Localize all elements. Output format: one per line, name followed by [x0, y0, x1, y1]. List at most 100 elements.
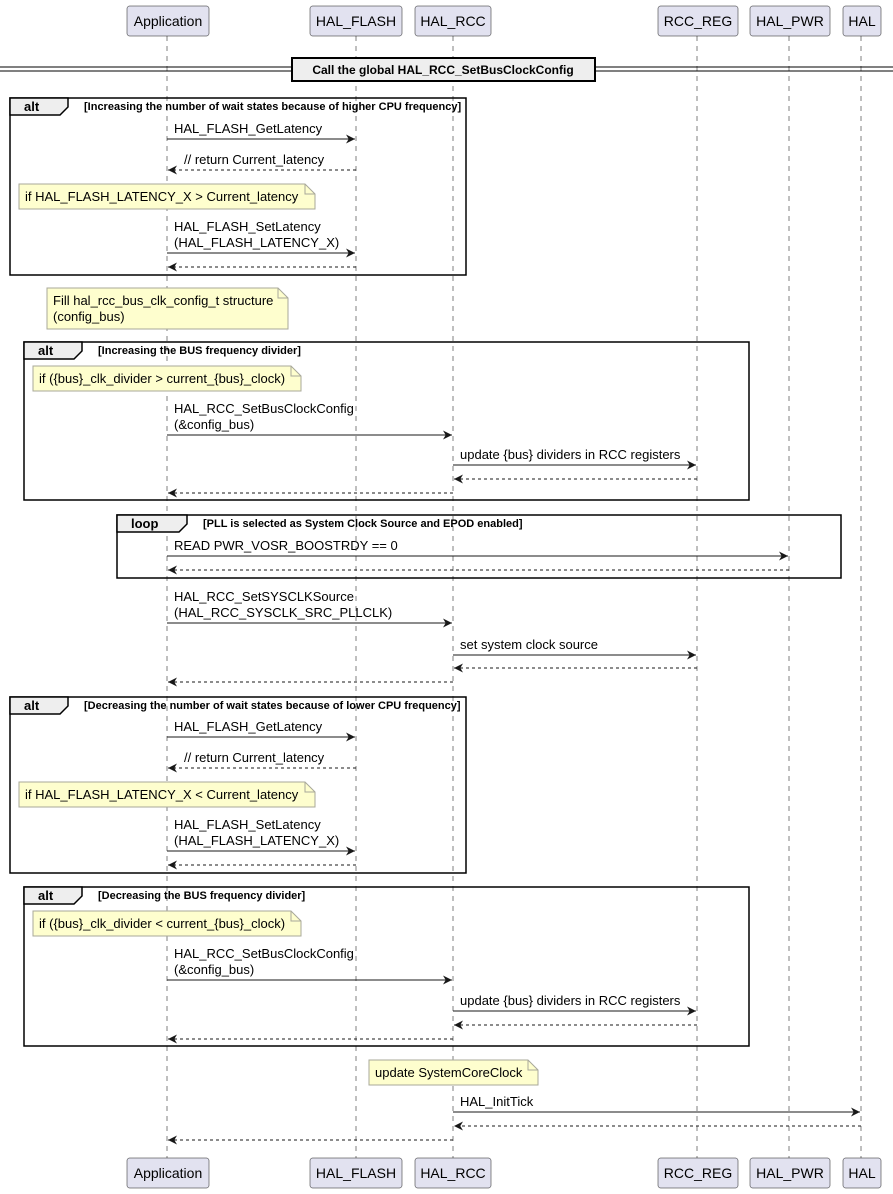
frame-tab	[116, 514, 188, 533]
participant-flash-bottom[interactable]: HAL_FLASH	[309, 1157, 403, 1189]
message-label: (&config_bus)	[174, 417, 254, 432]
message-label: HAL_FLASH_GetLatency	[174, 121, 323, 136]
message-label: HAL_RCC_SetSYSCLKSource	[174, 589, 354, 604]
message-label: // return Current_latency	[184, 750, 325, 765]
participant-label: HAL_FLASH	[316, 13, 396, 29]
note-fold	[304, 184, 315, 195]
frame-alt-1: alt [Increasing the number of wait states…	[9, 97, 467, 276]
return-arrow: // return Current_latency	[168, 750, 356, 773]
note-body	[18, 183, 316, 210]
participant-label: HAL	[848, 13, 875, 29]
call-arrow: HAL_RCC_SetBusClockConfig(&config_bus)	[167, 946, 452, 985]
call-arrow: HAL_FLASH_SetLatency(HAL_FLASH_LATENCY_X…	[167, 219, 355, 258]
participant-box	[657, 1157, 739, 1189]
frame-border	[116, 514, 842, 579]
call-arrow: HAL_RCC_SetBusClockConfig(&config_bus)	[167, 401, 452, 440]
participant-app-bottom[interactable]: Application	[126, 1157, 210, 1189]
participant-hal-top[interactable]: HAL	[842, 5, 882, 37]
frame-tab	[23, 341, 83, 360]
participant-rccreg-top[interactable]: RCC_REG	[657, 5, 739, 37]
frame-loop-3: loop [PLL is selected as System Clock Sou…	[116, 514, 842, 579]
participant-rcc-top[interactable]: HAL_RCC	[414, 5, 492, 37]
participant-hal-bottom[interactable]: HAL	[842, 1157, 882, 1189]
call-arrow: update {bus} dividers in RCC registers	[453, 447, 696, 470]
call-arrow: HAL_RCC_SetSYSCLKSource(HAL_RCC_SYSCLK_S…	[167, 589, 452, 628]
frame-kind-label: alt	[38, 888, 54, 903]
note-body	[32, 365, 302, 392]
frame-kind-label: alt	[38, 343, 54, 358]
note-fold	[527, 1060, 538, 1071]
frame-border	[23, 886, 750, 1047]
participant-box	[126, 1157, 210, 1189]
note-body	[368, 1059, 539, 1086]
return-arrow: // return Current_latency	[168, 152, 356, 175]
participant-label: Application	[134, 13, 203, 29]
call-arrow: HAL_FLASH_GetLatency	[167, 121, 355, 144]
note-1: if HAL_FLASH_LATENCY_X > Current_latency	[18, 183, 316, 210]
note-text: if ({bus}_clk_divider < current_{bus}_cl…	[39, 916, 285, 931]
note-text: if HAL_FLASH_LATENCY_X > Current_latency	[25, 189, 299, 204]
call-arrow: set system clock source	[453, 637, 696, 660]
call-arrow: update {bus} dividers in RCC registers	[453, 993, 696, 1016]
participant-app-top[interactable]: Application	[126, 5, 210, 37]
participant-label: Application	[134, 1165, 203, 1181]
frame-border	[23, 341, 750, 501]
participant-rcc-bottom[interactable]: HAL_RCC	[414, 1157, 492, 1189]
note-text: (config_bus)	[53, 309, 125, 324]
frame-border	[9, 696, 467, 874]
frame-guard: [Decreasing the BUS frequency divider]	[98, 890, 306, 902]
participant-box	[842, 1157, 882, 1189]
participant-box	[414, 5, 492, 37]
note-fold	[290, 911, 301, 922]
message-label: set system clock source	[460, 637, 598, 652]
message-label: (HAL_FLASH_LATENCY_X)	[174, 833, 339, 848]
note-fold	[290, 366, 301, 377]
participant-label: HAL_RCC	[420, 1165, 485, 1181]
note-fold	[277, 288, 288, 299]
participant-label: HAL	[848, 1165, 875, 1181]
divider: Call the global HAL_RCC_SetBusClockConfi…	[0, 57, 893, 82]
frame-border	[9, 97, 467, 276]
frame-tab	[23, 886, 83, 905]
participant-box	[414, 1157, 492, 1189]
note-fold	[304, 782, 315, 793]
note-text: if HAL_FLASH_LATENCY_X < Current_latency	[25, 787, 299, 802]
participant-pwr-bottom[interactable]: HAL_PWR	[749, 1157, 831, 1189]
note-text: update SystemCoreClock	[375, 1065, 523, 1080]
note-3: if ({bus}_clk_divider > current_{bus}_cl…	[32, 365, 302, 392]
frame-tab	[9, 696, 69, 715]
participant-rccreg-bottom[interactable]: RCC_REG	[657, 1157, 739, 1189]
note-4: if HAL_FLASH_LATENCY_X < Current_latency	[18, 781, 316, 808]
frame-kind-label: alt	[24, 99, 40, 114]
participant-box	[309, 5, 403, 37]
participant-label: HAL_PWR	[756, 13, 824, 29]
message-label: HAL_FLASH_SetLatency	[174, 219, 321, 234]
note-text: if ({bus}_clk_divider > current_{bus}_cl…	[39, 371, 285, 386]
note-body	[18, 781, 316, 808]
participant-label: HAL_PWR	[756, 1165, 824, 1181]
participant-box	[842, 5, 882, 37]
note-2: Fill hal_rcc_bus_clk_config_t structure(…	[46, 287, 289, 330]
participant-label: HAL_RCC	[420, 13, 485, 29]
call-arrow: HAL_FLASH_GetLatency	[167, 719, 355, 742]
frame-guard: [PLL is selected as System Clock Source …	[203, 518, 523, 530]
message-label: (HAL_FLASH_LATENCY_X)	[174, 235, 339, 250]
call-arrow: READ PWR_VOSR_BOOSTRDY == 0	[167, 538, 788, 561]
frame-guard: [Increasing the BUS frequency divider]	[98, 345, 301, 357]
message-label: HAL_FLASH_GetLatency	[174, 719, 323, 734]
frame-alt-5: alt [Decreasing the BUS frequency divider…	[23, 886, 750, 1047]
message-label: HAL_RCC_SetBusClockConfig	[174, 401, 354, 416]
frame-kind-label: loop	[131, 516, 158, 531]
participant-pwr-top[interactable]: HAL_PWR	[749, 5, 831, 37]
note-body	[32, 910, 302, 937]
message-label: update {bus} dividers in RCC registers	[460, 447, 681, 462]
message-label: // return Current_latency	[184, 152, 325, 167]
message-label: (&config_bus)	[174, 962, 254, 977]
note-body	[46, 287, 289, 330]
frame-guard: [Decreasing the number of wait states be…	[84, 700, 461, 712]
participant-flash-top[interactable]: HAL_FLASH	[309, 5, 403, 37]
frame-kind-label: alt	[24, 698, 40, 713]
message-label: HAL_FLASH_SetLatency	[174, 817, 321, 832]
frame-guard: [Increasing the number of wait states be…	[84, 101, 461, 113]
